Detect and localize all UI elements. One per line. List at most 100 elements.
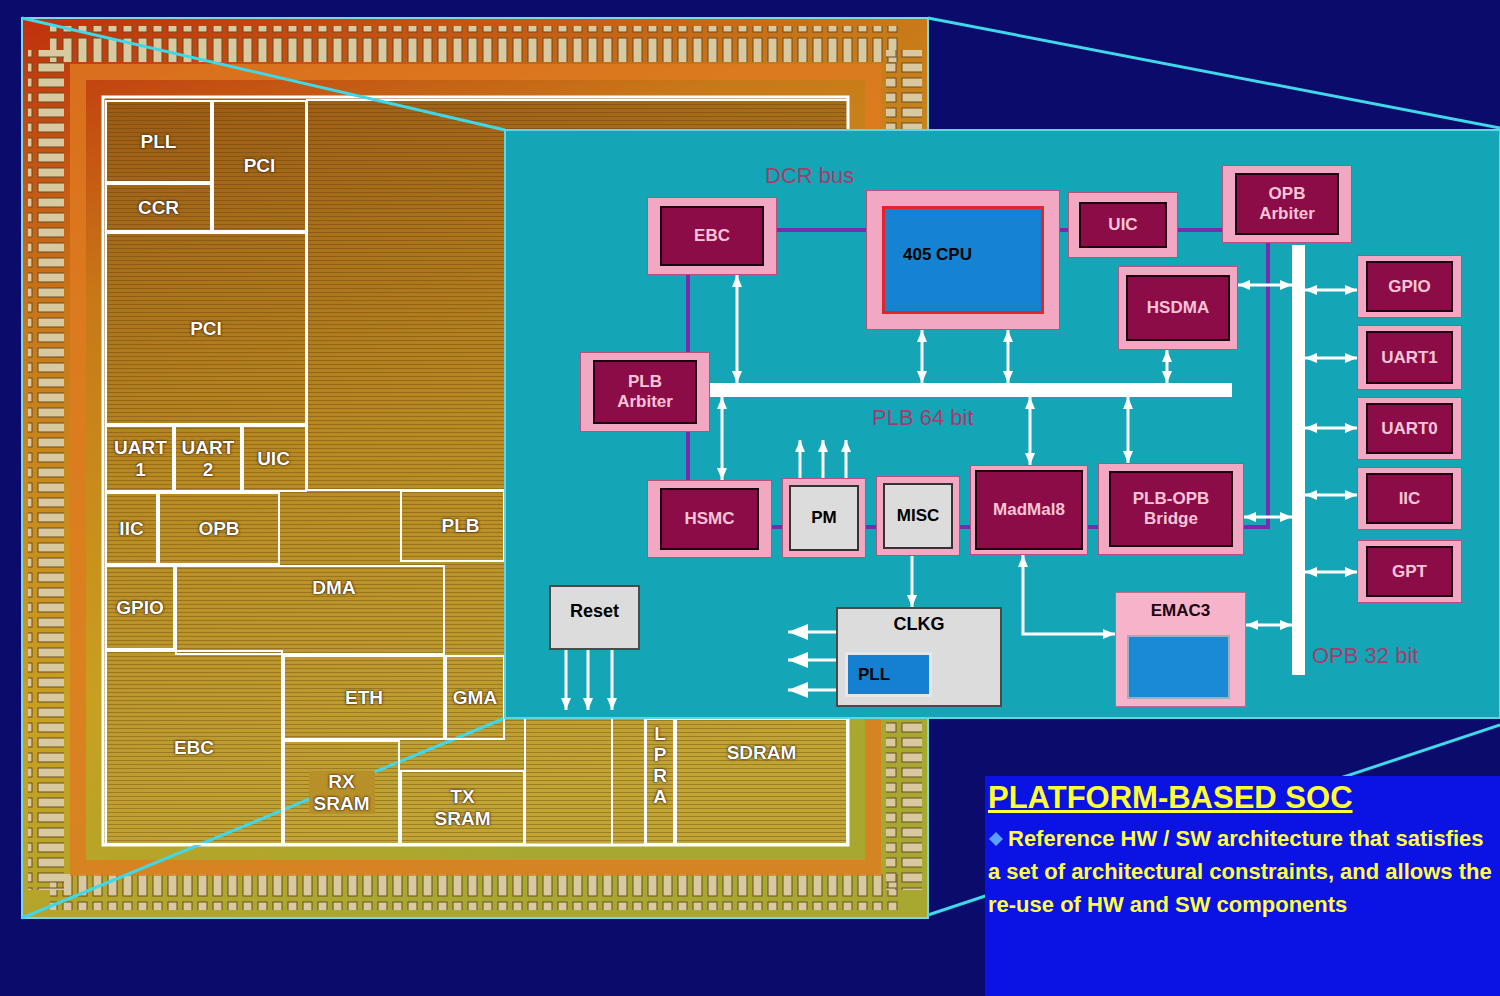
dcr-bus-line [960, 525, 970, 529]
function-block: HSMC [647, 480, 772, 558]
signal-arrow [822, 440, 825, 478]
block-label: IIC [119, 518, 143, 540]
block-label: MadMal8 [993, 500, 1065, 520]
dcr-bus-line [772, 525, 782, 529]
function-block: CLKG PLL [836, 607, 1002, 707]
bus-connector [1029, 397, 1032, 465]
bus-connector [1238, 284, 1292, 287]
block-label: 405 CPU [903, 245, 972, 265]
clock-arrow [788, 689, 836, 692]
floorplan-block: UIC [240, 425, 307, 492]
block-label: UIC [257, 448, 290, 470]
function-block: PLB Arbiter [580, 352, 710, 432]
block-label: TX SRAM [433, 786, 493, 830]
bus-connector [1023, 555, 1115, 634]
bus-connector [721, 397, 724, 480]
bus-label: OPB 32 bit [1312, 643, 1418, 668]
floorplan-block: SDRAM [675, 718, 848, 845]
bus-connector [1305, 494, 1357, 497]
function-block: MadMal8 [970, 465, 1088, 555]
block-fill: OPB Arbiter [1235, 173, 1339, 235]
clock-arrow [788, 659, 836, 662]
floorplan-block: PLB [400, 490, 505, 562]
block-label: PLB Arbiter [609, 372, 681, 411]
function-block: MISC [876, 476, 960, 556]
block-fill: HSDMA [1126, 275, 1230, 341]
bus-connector [1127, 397, 1130, 463]
function-block: UIC [1068, 192, 1178, 258]
cpu-core: 405 CPU [866, 190, 1060, 330]
block-fill: MadMal8 [975, 470, 1083, 550]
bus-bar: PLB 64 bit [710, 383, 1232, 397]
block-fill: UART0 [1366, 403, 1453, 454]
block-label: LPRA [651, 724, 670, 808]
block-label: GPIO [116, 597, 164, 619]
block-fill: HSMC [660, 488, 759, 550]
block-label: ETH [345, 687, 383, 709]
block-label: UART1 [1381, 348, 1438, 368]
floorplan-block: DMA [175, 565, 445, 655]
block-fill: GPT [1366, 546, 1453, 597]
zoom-line [22, 718, 505, 918]
block-label: UIC [1108, 215, 1137, 235]
bond-pads [28, 50, 64, 890]
floorplan-block: EBC [105, 650, 283, 845]
function-block: OPB Arbiter [1222, 165, 1352, 243]
block-label: PM [811, 508, 837, 528]
block-fill: EBC [660, 206, 764, 266]
function-block: UART1 [1357, 325, 1462, 390]
bus-connector [1305, 357, 1357, 360]
function-block: PLB-OPB Bridge [1098, 463, 1244, 555]
zoom-line [928, 18, 1500, 128]
caption-panel: PLATFORM-BASED SOC Reference HW / SW arch… [985, 776, 1500, 996]
floorplan-block: PCI [212, 100, 307, 232]
zoom-line [22, 18, 505, 130]
block-label: GPIO [1388, 277, 1431, 297]
function-block: PM [782, 478, 866, 558]
block-fill: PLB Arbiter [593, 360, 697, 424]
caption-anchor: Reference HW / SW architecture that sati… [988, 822, 1493, 921]
block-label: PLL [141, 131, 177, 153]
block-label: EBC [174, 737, 214, 759]
bullet-shape [989, 832, 1003, 846]
block-label: GMA [453, 687, 497, 709]
block-label: EBC [694, 226, 730, 246]
block-label: Reset [570, 601, 619, 622]
floorplan-block [612, 718, 645, 845]
block-label: UART 2 [174, 437, 242, 481]
signal-arrow [799, 440, 802, 478]
floorplan-block: PCI [105, 232, 307, 425]
bond-pads [50, 26, 900, 62]
floorplan-block: UART 1 [105, 425, 176, 492]
block-label: GPT [1392, 562, 1427, 582]
bus-label: PLB 64 bit [872, 405, 974, 430]
block-fill: UART1 [1366, 331, 1453, 384]
block-label: HSDMA [1147, 298, 1209, 318]
slide-title: PLATFORM-BASED SOC [988, 780, 1353, 815]
block-label: RX SRAM [309, 771, 375, 815]
caption-text: Reference HW / SW architecture that sati… [988, 822, 1493, 921]
dcr-bus-line [1060, 228, 1068, 232]
floorplan-block: UART 2 [172, 425, 244, 492]
block-label: CCR [138, 197, 179, 219]
floorplan-block: LPRA [645, 718, 675, 845]
dcr-bus-line [866, 525, 876, 529]
floorplan-block: ETH [283, 655, 445, 740]
dcr-bus-line [1178, 228, 1222, 232]
block-label: OPB Arbiter [1251, 184, 1323, 223]
block-label: PLL [858, 665, 890, 685]
block-label: HSMC [684, 509, 734, 529]
dcr-bus-line [686, 432, 690, 480]
block-label: CLKG [894, 614, 945, 635]
dcr-bus-line [1088, 525, 1098, 529]
bus-connector [911, 556, 914, 607]
block-label: PLB-OPB Bridge [1111, 489, 1231, 528]
floorplan-block: GPIO [105, 565, 175, 650]
function-block: EBC [647, 197, 777, 275]
dcr-bus-line [686, 275, 690, 352]
bus-connector [736, 275, 739, 383]
pll-block: PLL [845, 652, 932, 697]
title-anchor: PLATFORM-BASED SOC [988, 780, 1353, 816]
function-block: HSDMA [1118, 266, 1238, 350]
block-label: UART0 [1381, 419, 1438, 439]
